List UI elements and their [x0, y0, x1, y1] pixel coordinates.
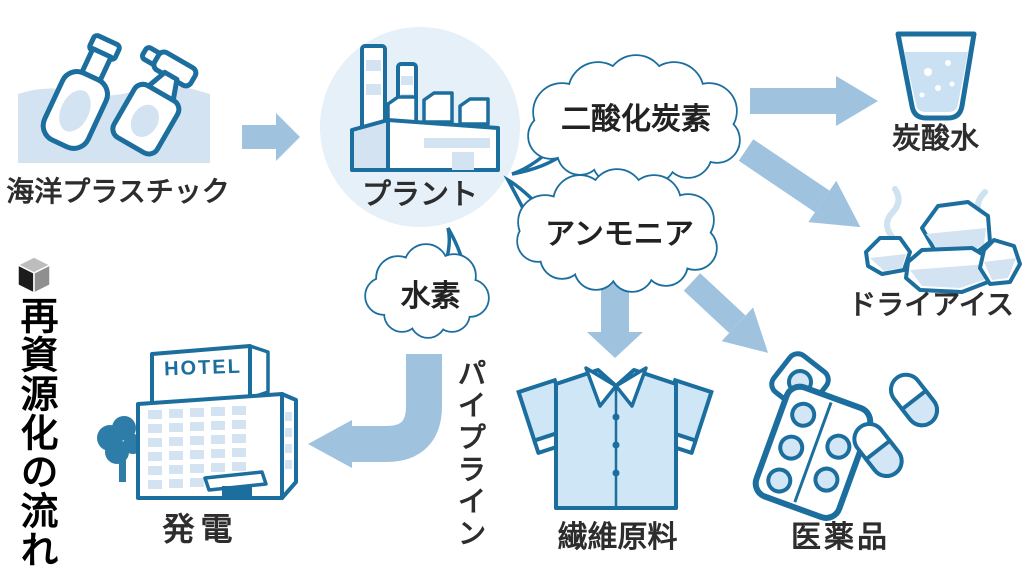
dry-ice-icon	[864, 186, 1022, 294]
arrow-ammonia-to-pharma	[683, 273, 769, 353]
cube-icon	[16, 256, 52, 295]
arrow-ocean-to-plant	[242, 113, 300, 161]
pipeline-arrow	[308, 354, 442, 468]
hotel-door	[222, 486, 252, 498]
bottle-icon	[40, 33, 122, 151]
plant-icon	[320, 27, 520, 227]
collar-icon	[614, 366, 648, 408]
pharma-label: 医薬品	[791, 521, 890, 554]
pipeline-label: パイプライン	[453, 358, 485, 550]
soda-label: 炭酸水	[891, 123, 979, 155]
diagram-title: 再資源化の流れ	[14, 296, 56, 569]
hydrogen-bubble	[364, 227, 490, 339]
capsule-icon	[852, 421, 904, 479]
power-label: 発電	[162, 511, 239, 547]
capsule-icon	[888, 372, 940, 428]
hotel-windows	[148, 406, 292, 489]
hydrogen-bubble-label: 水素	[400, 280, 461, 313]
vapor-icon	[884, 186, 902, 241]
arrow-co2-to-soda	[750, 76, 878, 126]
arrow-co2-to-dryice	[738, 139, 861, 228]
dry-ice-label: ドライアイス	[848, 289, 1014, 320]
plant-label: プラント	[361, 179, 478, 211]
ammonia-bubble	[503, 168, 718, 293]
fiber-label: 繊維原料	[557, 521, 678, 554]
hotel-sign-label: HOTEL	[163, 355, 243, 381]
hotel-awning	[203, 470, 268, 492]
co2-bubble	[511, 54, 741, 185]
ammonia-bubble-label: アンモニア	[545, 218, 694, 251]
soda-glass-icon	[895, 31, 977, 121]
shirt-icon	[516, 366, 714, 510]
ocean-plastic-label: 海洋プラスチック	[6, 176, 230, 207]
ocean-plastic-icon	[18, 33, 210, 163]
co2-bubble-label: 二酸化炭素	[561, 103, 711, 136]
pills-icon	[752, 351, 940, 521]
hotel-sign-side	[248, 344, 270, 400]
collar-icon	[584, 366, 618, 408]
spray-bottle-icon	[110, 45, 199, 157]
hotel-icon	[97, 344, 298, 500]
